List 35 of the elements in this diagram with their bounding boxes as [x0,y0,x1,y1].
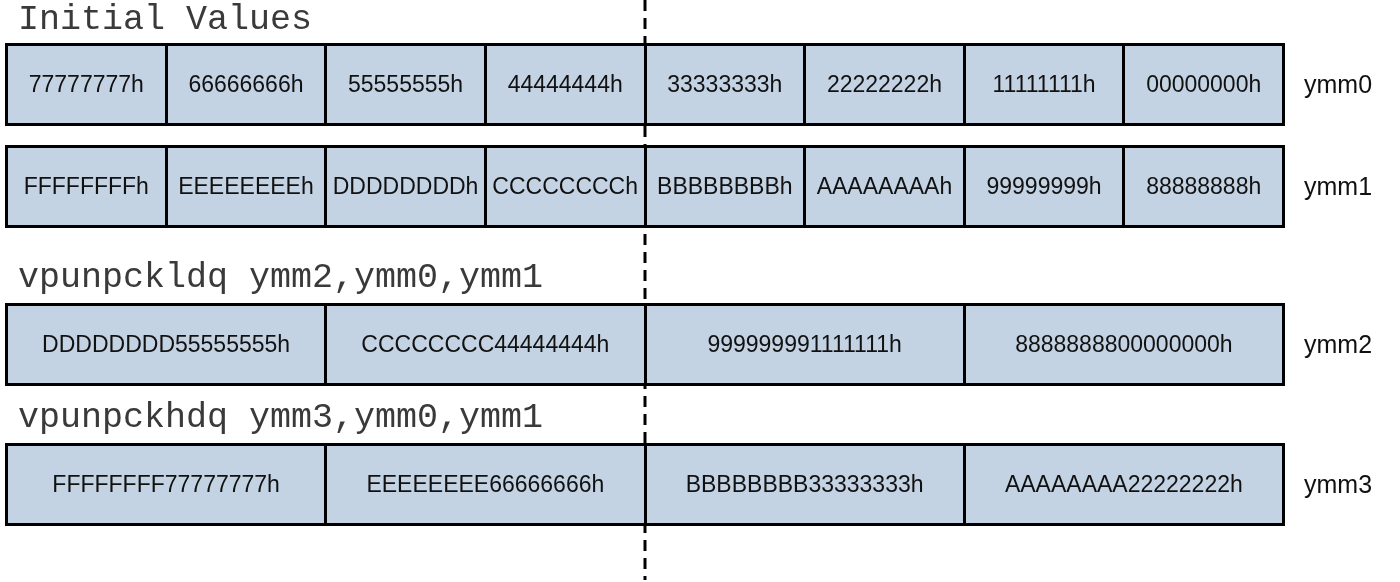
hex-value: DDDDDDDD55555555h [42,333,291,356]
register-box [5,443,1285,526]
register-box [5,43,1285,126]
hex-value: 11111111h [992,73,1096,96]
hex-value: DDDDDDDDh [332,175,479,198]
hex-value: 8888888800000000h [1015,333,1233,356]
hex-value: 66666666h [188,73,304,96]
register-name: ymm2 [1304,332,1373,357]
hex-value: 77777777h [28,73,144,96]
hex-value: BBBBBBBBh [657,175,793,198]
hex-value: EEEEEEEE66666666h [366,473,605,496]
hex-value: CCCCCCCC44444444h [361,333,610,356]
hex-value: AAAAAAAAh [816,175,953,198]
instruction-text: vpunpckhdq ymm3,ymm0,ymm1 [18,398,544,438]
hex-value: 999999991111111h [707,333,902,356]
register-name: ymm3 [1304,472,1373,497]
hex-value: FFFFFFFFh [23,175,149,198]
register-box [5,303,1285,386]
hex-value: BBBBBBBB33333333h [685,473,924,496]
register-name: ymm0 [1304,72,1373,97]
hex-value: 22222222h [826,73,942,96]
register-box [5,145,1285,228]
hex-value: AAAAAAAA22222222h [1004,473,1243,496]
hex-value: EEEEEEEEh [178,175,314,198]
hex-value: CCCCCCCCh [492,175,638,198]
hex-value: FFFFFFFF77777777h [52,473,280,496]
hex-value: 99999999h [986,175,1102,198]
hex-value: 55555555h [348,73,464,96]
hex-value: 00000000h [1146,73,1262,96]
section-heading: Initial Values [18,0,313,40]
hex-value: 33333333h [667,73,783,96]
instruction-text: vpunpckldq ymm2,ymm0,ymm1 [18,258,544,298]
register-name: ymm1 [1304,174,1373,199]
hex-value: 88888888h [1146,175,1262,198]
hex-value: 44444444h [507,73,623,96]
